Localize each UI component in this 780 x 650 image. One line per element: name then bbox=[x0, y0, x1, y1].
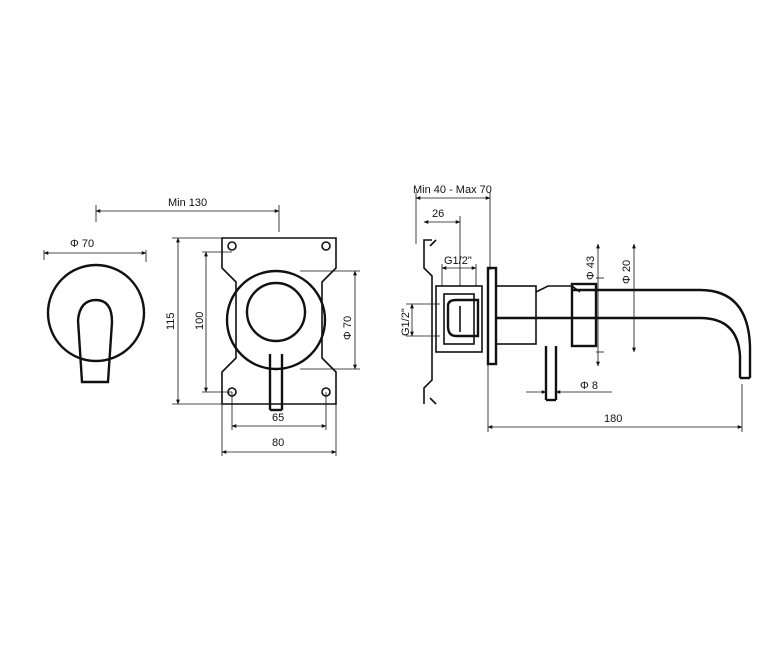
wall-flange bbox=[486, 266, 498, 366]
label-spout-length: 180 bbox=[604, 413, 622, 425]
body-housing bbox=[495, 285, 537, 345]
lever-outline bbox=[76, 298, 114, 384]
mounting-plate bbox=[221, 237, 337, 405]
body-end-cap bbox=[570, 282, 598, 348]
label-wall-range: Min 40 - Max 70 bbox=[413, 184, 492, 196]
label-spout-diameter-large: Φ 43 bbox=[585, 256, 597, 280]
label-height-inner: 100 bbox=[194, 312, 206, 330]
valve-core bbox=[443, 293, 475, 345]
label-min-depth: Min 130 bbox=[168, 197, 207, 209]
label-width-outer: 80 bbox=[272, 437, 284, 449]
valve-cartridge bbox=[446, 298, 480, 338]
front-inner-disc bbox=[245, 281, 307, 343]
cover-outline bbox=[46, 263, 146, 363]
spout-top-edge bbox=[572, 288, 752, 378]
label-cover-diameter: Φ 70 bbox=[70, 238, 94, 250]
label-thread-top: G1/2" bbox=[444, 255, 472, 267]
cover-side-view: Φ 70 bbox=[43, 238, 147, 384]
label-width-inner: 65 bbox=[272, 412, 284, 424]
front-outer-ring bbox=[225, 269, 327, 371]
wall-bracket-tick-bot bbox=[429, 397, 437, 405]
plate-hole-tr bbox=[321, 241, 331, 251]
label-spout-diameter-small: Φ 20 bbox=[621, 260, 633, 284]
label-plate-diameter: Φ 70 bbox=[342, 316, 354, 340]
label-thread-side: G1/2" bbox=[400, 308, 412, 336]
label-offset: 26 bbox=[432, 208, 444, 220]
label-height-outer: 115 bbox=[165, 312, 177, 330]
front-view: Min 130 115 100 Φ 70 65 80 bbox=[95, 197, 360, 456]
wall-bracket-tick-top bbox=[429, 239, 437, 247]
wall-bracket-left bbox=[423, 239, 433, 404]
label-lever-diameter: Φ 8 bbox=[580, 380, 598, 392]
plate-hole-tl bbox=[227, 241, 237, 251]
valve-body bbox=[435, 285, 483, 353]
side-section-view: Min 40 - Max 70 26 G1/2" G1/2" Φ 43 Φ 20… bbox=[400, 184, 752, 432]
spout-bottom-edge bbox=[496, 316, 742, 378]
